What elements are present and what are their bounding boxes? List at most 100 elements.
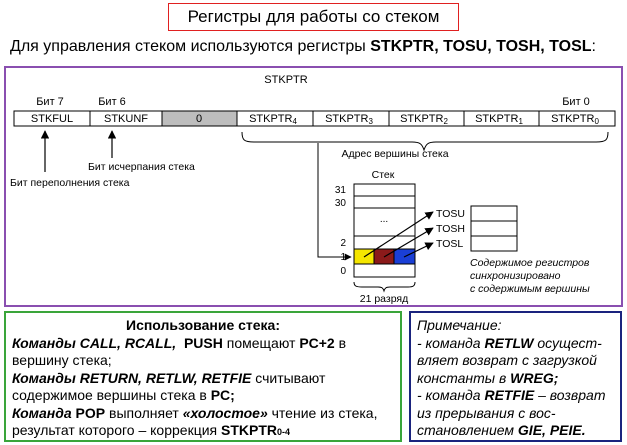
top-address-label: Адрес вершины стека	[341, 148, 448, 160]
usage-line-4: содержимое вершины стека в PC;	[12, 387, 394, 405]
remark-box: Примечание: - команда RETLW осущест- вля…	[409, 311, 622, 442]
remark-p2-a: – возврат	[534, 387, 606, 403]
tosu-label: TOSU	[436, 208, 465, 220]
intro-lead: Для управления стеком используются регис…	[10, 38, 371, 55]
bit0-label: Бит 0	[562, 96, 590, 108]
remark-line-1: - команда RETLW осущест-	[417, 335, 614, 353]
cell-label-stkptr2: STKPTR2	[400, 113, 448, 126]
upper-to-tosu-arrow	[363, 211, 434, 258]
pointer-arrow	[317, 143, 352, 261]
tosl-box	[470, 235, 518, 252]
stack-row-2	[353, 235, 416, 250]
cell-stkptr3-name: STKPTR	[325, 113, 368, 125]
usage-line-3: Команды RETURN, RETLW, RETFIE считывают	[12, 370, 394, 388]
bit6-label: Бит 6	[98, 96, 126, 108]
usage-push: PUSH	[183, 334, 223, 351]
cell-stkptr1-sub: 1	[518, 117, 523, 126]
remark-line-2: вляет возврат с загрузкой	[417, 352, 597, 368]
sync-note-line3: с содержимым вершины	[470, 283, 590, 295]
level-30: 30	[335, 198, 347, 209]
bits-brace	[353, 281, 416, 293]
usage-in-text: в	[334, 334, 347, 351]
usage-read-from-stack: чтение из стека,	[267, 404, 378, 421]
remark-p1-a: осущест-	[533, 334, 602, 351]
level-ellipsis: ...	[380, 214, 388, 225]
usage-line-1: Команды CALL, RCALL, PUSH помещают PC+2 …	[12, 335, 394, 353]
remark-p1-pre: - команда	[417, 334, 485, 351]
slide-title: Регистры для работы со стеком	[168, 3, 459, 31]
remark-line-6: становлением GIE, PEIE.	[417, 422, 614, 440]
cell-stkptr4-sub: 4	[292, 117, 297, 126]
cell-label-stkptr3: STKPTR3	[325, 113, 373, 126]
usage-stkptr: STKPTR	[221, 422, 278, 438]
stack-title: Стек	[372, 169, 395, 181]
cell-label-zero: 0	[196, 113, 202, 125]
level-2: 2	[340, 238, 346, 249]
low-to-tosl-arrow	[403, 242, 434, 258]
cell-label-stkptr0: STKPTR0	[551, 113, 599, 126]
tos-registers	[470, 205, 518, 252]
stack-table	[353, 183, 416, 278]
cell-label-stkptr4: STKPTR4	[249, 113, 297, 126]
usage-return-commands: Команды RETURN, RETLW, RETFIE	[12, 369, 252, 386]
intro-registers: STKPTR, TOSU, TOSH, TOSL	[370, 38, 592, 55]
cell-stkptr3-sub: 3	[368, 117, 373, 126]
remark-p2-c: становлением	[417, 422, 518, 438]
usage-title: Использование стека:	[126, 317, 280, 333]
usage-put-text: помещают	[222, 334, 300, 351]
sync-note-line1: Содержимое регистров	[470, 257, 590, 269]
usage-performs: выполняет	[105, 404, 183, 421]
underflow-label: Бит исчерпания стека	[88, 161, 195, 173]
tosh-label: TOSH	[436, 223, 465, 235]
remark-flags: GIE, PEIE.	[517, 422, 586, 438]
usage-command-word: Команда	[12, 404, 72, 421]
remark-p1-c: константы в	[417, 369, 511, 386]
stack-row-gap	[353, 207, 416, 237]
level-31: 31	[335, 185, 347, 196]
usage-result: результат которого – коррекция	[12, 422, 222, 438]
remark-line-4: - команда RETFIE – возврат	[417, 387, 614, 405]
cell-stkptr0	[538, 110, 616, 127]
stkptr-diagram-frame	[4, 66, 623, 307]
stack-row-31	[353, 183, 416, 197]
cell-stkptr0-name: STKPTR	[551, 113, 594, 125]
usage-idle: «холостое»	[182, 404, 268, 421]
high-to-tosh-arrow	[383, 227, 434, 258]
cell-label-stkptr1: STKPTR1	[475, 113, 523, 126]
stack-row-30	[353, 195, 416, 209]
stack-row-0	[353, 263, 416, 278]
level-0: 0	[340, 266, 346, 277]
remark-retlw: RETLW	[484, 334, 534, 351]
tosl-label: TOSL	[436, 238, 463, 250]
cell-stkptr2-sub: 2	[443, 117, 448, 126]
cell-stkptr0-sub: 0	[594, 117, 599, 126]
cell-stkptr4-name: STKPTR	[249, 113, 292, 125]
usage-pop: POP	[71, 404, 106, 421]
remark-retfie: RETFIE	[484, 387, 535, 403]
usage-top-content: содержимое вершины стека в	[12, 387, 211, 403]
usage-stkptr-sub: 0-4	[277, 427, 291, 437]
intro-colon: :	[591, 38, 596, 55]
remark-wreg: WREG;	[510, 369, 559, 386]
usage-line-6: результат которого – коррекция STKPTR0-4	[12, 422, 394, 442]
cell-label-stkunf: STKUNF	[104, 113, 148, 125]
remark-line-3: константы в WREG;	[417, 370, 614, 388]
bit7-label: Бит 7	[36, 96, 64, 108]
remark-p2-pre: - команда	[417, 387, 485, 403]
tosh-box	[470, 220, 518, 237]
sync-note-line2: синхронизировано	[470, 270, 561, 282]
remark-line-5: из прерывания с вос-	[417, 404, 556, 421]
intro-text: Для управления стеком используются регис…	[10, 38, 596, 56]
usage-line-5: Команда POP выполняет «холостое» чтение …	[12, 405, 394, 423]
tosu-box	[470, 205, 518, 222]
usage-line-2: вершину стека;	[12, 352, 112, 368]
stkptr-register: STKFUL STKUNF 0 STKPTR4 STKPTR3 STKPTR2 …	[13, 110, 616, 127]
overflow-label: Бит переполнения стека	[10, 177, 130, 189]
cell-label-stkful: STKFUL	[31, 113, 73, 125]
usage-pc-plus-2: PC+2	[299, 334, 335, 351]
cell-stkptr2-name: STKPTR	[400, 113, 443, 125]
usage-read-text: считывают	[251, 369, 326, 386]
register-name: STKPTR	[264, 74, 307, 86]
stack-usage-box: Использование стека: Команды CALL, RCALL…	[4, 311, 402, 442]
